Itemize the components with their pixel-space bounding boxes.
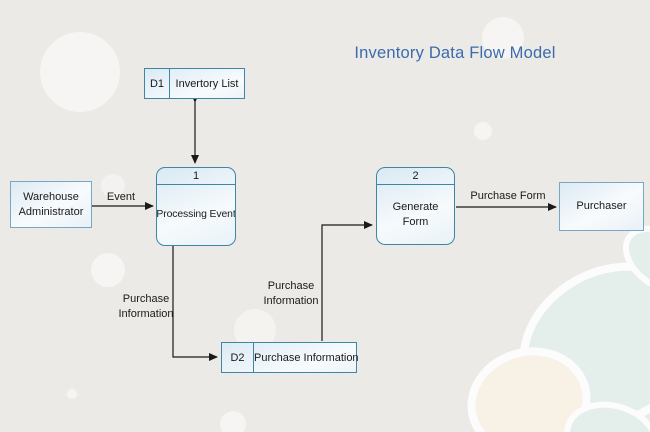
flow-process1-d2-arrow	[172, 246, 218, 361]
datastore-d2-id: D2	[222, 343, 254, 372]
flow-label-purchase-information-in: Purchase Information	[263, 280, 319, 307]
flow-label-purchase-information-out: Purchase Information	[118, 293, 174, 320]
flow-label-event: Event	[106, 191, 136, 203]
process-2-generate-form: 2 Generate Form	[376, 167, 455, 245]
process-1-label: Processing Event	[156, 209, 236, 221]
datastore-d1-id: D1	[145, 69, 170, 98]
datastore-d2-label: Purchase Information	[254, 351, 359, 364]
entity-warehouse-administrator: Warehouse Administrator	[10, 181, 92, 228]
process-2-number: 2	[377, 168, 454, 185]
process-2-label: Generate Form	[392, 201, 439, 228]
datastore-d1: D1 Invertory List	[144, 68, 245, 99]
flow-label-purchase-form: Purchase Form	[470, 190, 546, 202]
flow-d2-process2-arrow	[321, 221, 373, 341]
entity-warehouse-administrator-label: Warehouse Administrator	[18, 191, 84, 218]
entity-purchaser-label: Purchaser	[576, 200, 627, 213]
diagram-title: Inventory Data Flow Model	[354, 44, 556, 62]
datastore-d2: D2 Purchase Information	[221, 342, 359, 373]
entity-purchaser: Purchaser	[559, 182, 644, 231]
process-1-number: 1	[157, 168, 235, 185]
datastore-d1-label: Invertory List	[175, 77, 239, 90]
process-1-processing-event: 1 Processing Event	[156, 167, 236, 246]
